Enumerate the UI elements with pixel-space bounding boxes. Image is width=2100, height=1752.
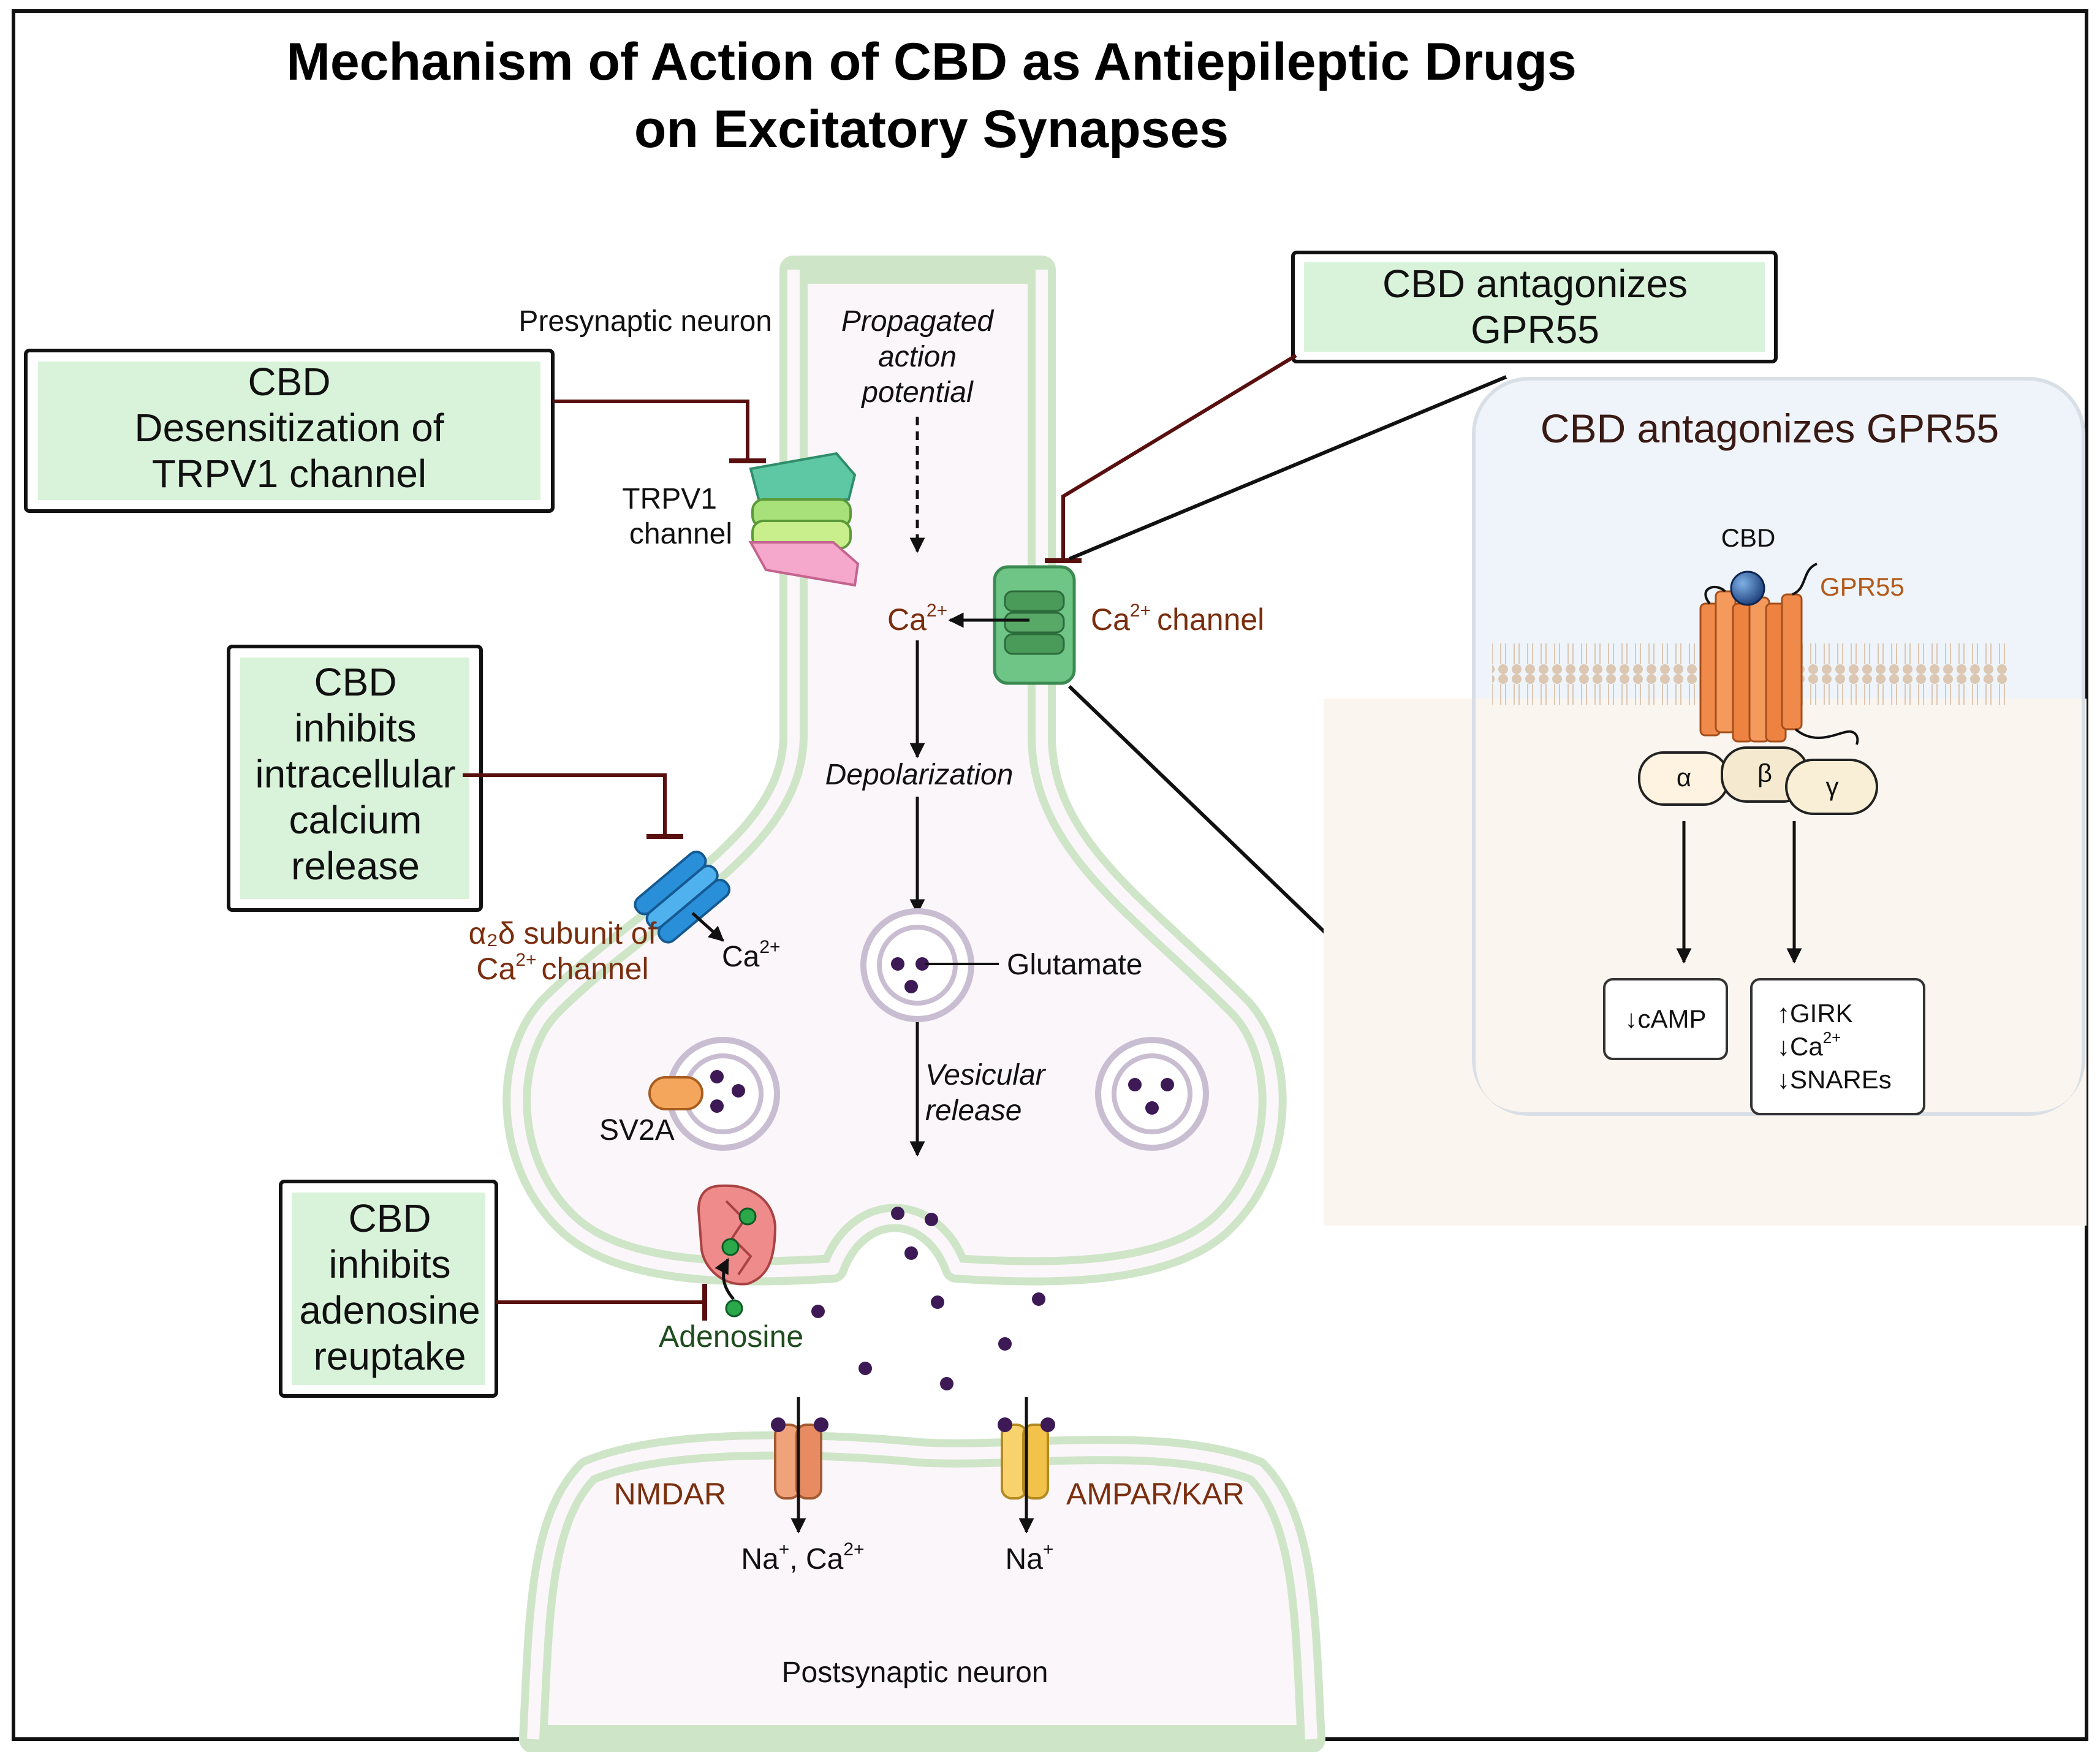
gpr55-box-line2: GPR55 (1471, 308, 1599, 352)
propagated-label-1: Propagated (841, 305, 995, 338)
postsynaptic-label: Postsynaptic neuron (782, 1656, 1048, 1689)
adenosine-box-line4: reuptake (313, 1334, 466, 1378)
girk-effect-box (1750, 978, 1925, 1115)
a2d-subunit-icon (634, 851, 731, 944)
right-vesicle (1095, 1037, 1209, 1151)
sv2a-label: SV2A (599, 1114, 675, 1147)
presynaptic-membrane-core (510, 270, 1279, 1278)
a2d-ca-label: Ca2+ (722, 937, 781, 973)
released-glutamate (811, 1207, 1045, 1390)
camp-effect-label: ↓cAMP (1624, 1004, 1706, 1033)
vesicular-label-1: Vesicular (925, 1059, 1047, 1091)
ampar-ions-label: Na+ (1006, 1539, 1054, 1576)
trpv1-label-2: channel (629, 518, 732, 550)
gpr55-box-line1: CBD antagonizes (1382, 262, 1688, 306)
panel-cbd-label: CBD (1721, 523, 1776, 552)
gpr55-inhibition-line (1061, 354, 1297, 561)
trpv1-inhibition-line (553, 400, 749, 461)
nmdar-ions-label: Na+, Ca2+ (741, 1539, 864, 1576)
adenosine-box-fill (292, 1193, 485, 1385)
trpv1-box-line1: CBD (248, 360, 330, 404)
panel-connector-top (1068, 375, 1507, 561)
calcium-box-line1: CBD (314, 660, 396, 704)
calcium-box-line3: intracellular (255, 752, 455, 796)
page-title-line1: Mechanism of Action of CBD as Antiepilep… (286, 32, 1577, 91)
ca-center-label: Ca2+ (887, 601, 947, 637)
adenosine-box-line3: adenosine (299, 1288, 480, 1332)
calcium-box-line5: release (291, 844, 420, 888)
a2d-ca-arrow (691, 912, 724, 942)
propagated-label-2: action (878, 341, 957, 373)
girk-effect-line3: ↓SNAREs (1777, 1065, 1892, 1094)
calcium-inhibition-line (463, 773, 667, 836)
trpv1-label-1: TRPV1 (622, 483, 717, 515)
adenosine-reuptake-arrow (715, 1257, 735, 1300)
nmdar-receptor-icon (771, 1417, 828, 1500)
g-gamma-subunit (1785, 759, 1878, 815)
g-gamma-label: γ (1826, 772, 1839, 801)
gpr55-receptor-icon (1699, 563, 1859, 745)
adenosine-label: Adenosine (659, 1319, 803, 1354)
propagated-label-3: potential (860, 376, 974, 409)
trpv1-box-line2: Desensitization of (134, 406, 444, 450)
cbd-molecule-icon (1730, 571, 1765, 606)
g-beta-label: β (1757, 759, 1772, 787)
trpv1-channel-icon (748, 452, 860, 587)
calcium-box-fill (240, 658, 469, 899)
page-title-line2: on Excitatory Synapses (634, 100, 1229, 159)
sv2a-protein (648, 1076, 703, 1110)
girk-effect-line1: ↑GIRK (1777, 999, 1853, 1028)
adenosine-transporter-icon (697, 1184, 777, 1286)
adenosine-box-line1: CBD (348, 1196, 431, 1240)
girk-effect-line2: ↓Ca2+ (1777, 1028, 1841, 1061)
camp-effect-box (1603, 978, 1728, 1060)
trpv1-box-line3: TRPV1 channel (152, 452, 426, 496)
ampar-label: AMPAR/KAR (1066, 1477, 1245, 1511)
adenosine-molecule (725, 1299, 743, 1318)
panel-title: CBD antagonizes GPR55 (1541, 406, 1999, 451)
presynaptic-label: Presynaptic neuron (518, 305, 772, 338)
vesicular-label-2: release (925, 1094, 1022, 1127)
ca-channel-label: Ca2+channel (1091, 601, 1264, 637)
nmdar-label: NMDAR (614, 1477, 726, 1511)
sv2a-vesicle (666, 1037, 780, 1151)
a2d-label-2: Ca2+channel (476, 950, 648, 986)
panel-gpr55-label: GPR55 (1820, 572, 1905, 601)
postsynaptic-membrane-core (527, 1439, 1317, 1740)
g-alpha-label: α (1677, 763, 1691, 792)
gpr55-box-fill (1304, 262, 1765, 352)
depolarization-label: Depolarization (825, 759, 1014, 791)
a2d-label-1: α₂δ subunit of (469, 916, 657, 950)
glutamate-label: Glutamate (1007, 949, 1142, 981)
trpv1-box-fill (38, 362, 540, 500)
calcium-box-line2: inhibits (294, 706, 416, 750)
ca-channel-icon (993, 565, 1076, 685)
adenosine-box-line2: inhibits (328, 1242, 450, 1286)
calcium-box-line4: calcium (289, 798, 422, 842)
ampar-receptor-icon (998, 1417, 1055, 1500)
